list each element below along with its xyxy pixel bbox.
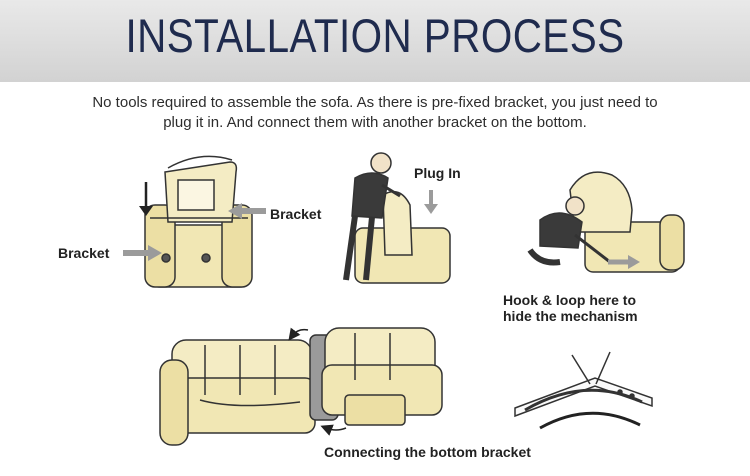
- bracket-label-left: Bracket: [58, 245, 110, 261]
- sofa-right-illustration: [309, 327, 443, 426]
- sofa-left-illustration: [159, 339, 316, 446]
- connect-arrow-bottom-icon: [320, 424, 347, 436]
- intro-text: No tools required to assemble the sofa. …: [40, 93, 710, 133]
- person-plugging-illustration: [343, 152, 451, 284]
- recliner-step1-illustration: [144, 155, 253, 288]
- hook-loop-arrow-icon: [608, 255, 640, 269]
- hook-loop-label-line1: Hook & loop here to: [503, 292, 636, 308]
- intro-line-1: No tools required to assemble the sofa. …: [92, 94, 658, 111]
- header-banner: INSTALLATION PROCESS: [0, 0, 750, 82]
- bracket-label-right: Bracket: [270, 206, 322, 222]
- bracket-right-arrow-icon: [228, 203, 266, 219]
- plug-in-arrow-icon: [424, 190, 438, 214]
- bracket-detail-illustration: [514, 351, 653, 430]
- connecting-label: Connecting the bottom bracket: [324, 444, 531, 460]
- page-title: INSTALLATION PROCESS: [125, 9, 625, 62]
- down-arrow-icon: [139, 182, 153, 216]
- hook-loop-label-line2: hide the mechanism: [503, 308, 638, 324]
- person-hook-loop-illustration: [527, 171, 685, 273]
- intro-line-2: plug it in. And connect them with anothe…: [163, 114, 587, 131]
- plug-in-label: Plug In: [414, 165, 461, 181]
- bracket-left-arrow-icon: [123, 245, 162, 261]
- connect-arrow-top-icon: [288, 327, 309, 341]
